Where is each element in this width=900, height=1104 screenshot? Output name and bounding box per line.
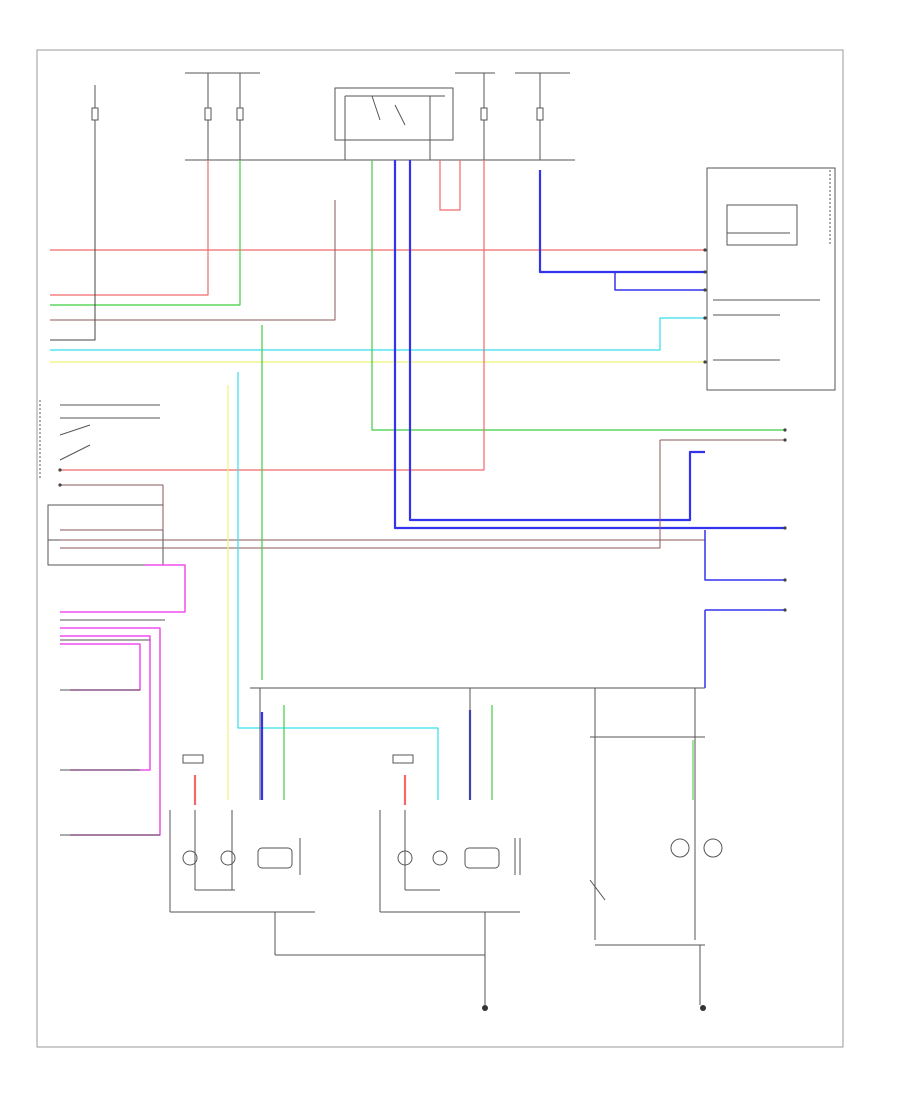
wire-brown-3	[50, 200, 336, 321]
pink-module-boxes	[60, 619, 165, 836]
terminal-dot	[58, 468, 62, 472]
connector-icon	[182, 754, 414, 764]
terminal-dot	[703, 288, 707, 292]
terminal-dot	[783, 526, 787, 530]
drl-module-box	[706, 167, 836, 391]
terminal-dot	[703, 316, 707, 320]
terminal-dot	[703, 360, 707, 364]
wire-blue-31	[704, 530, 785, 581]
terminal-dot	[783, 578, 787, 582]
wire-pink-19	[60, 627, 161, 836]
wire-cyan-23	[237, 372, 439, 800]
wire-red-1	[50, 160, 209, 296]
wire-green-2	[50, 160, 241, 306]
combination-meter-connector	[47, 504, 164, 566]
ground-symbol-icon	[482, 1005, 706, 1011]
left-headlamp-assembly	[182, 838, 301, 875]
terminal-dot	[703, 270, 707, 274]
fuse-icon	[91, 107, 544, 121]
wire-blue-11	[408, 160, 705, 522]
terminal-dot	[783, 608, 787, 612]
wire-pink-18	[60, 564, 186, 613]
terminal-dot	[703, 248, 707, 252]
relay-icon	[39, 400, 160, 480]
wire-harness	[50, 160, 787, 836]
wire-brown-17	[60, 530, 706, 541]
wire-blue-14	[614, 272, 705, 291]
wire-pink-21	[60, 643, 141, 691]
wire-brown-16	[60, 440, 661, 549]
wire-blue-13	[538, 170, 705, 274]
wire-pink-20	[60, 635, 151, 771]
wire-black-4	[50, 160, 96, 341]
terminal-dot	[58, 483, 62, 487]
lower-bus	[169, 687, 705, 1005]
relay-switch-box	[589, 736, 705, 901]
wire-blue-10	[393, 160, 785, 530]
combination-switch-box	[334, 87, 454, 160]
wire-cyan-5	[50, 317, 705, 351]
terminal-dot	[783, 438, 787, 442]
right-headlamp-assembly	[397, 838, 521, 875]
wire-red-9	[60, 160, 485, 471]
terminal-dot	[783, 428, 787, 432]
bulb-icon	[670, 838, 723, 858]
wire-brown-15	[60, 484, 164, 531]
wire-green-7	[371, 160, 785, 431]
wire-red-12	[439, 160, 461, 211]
diagram-frame	[36, 49, 844, 1048]
